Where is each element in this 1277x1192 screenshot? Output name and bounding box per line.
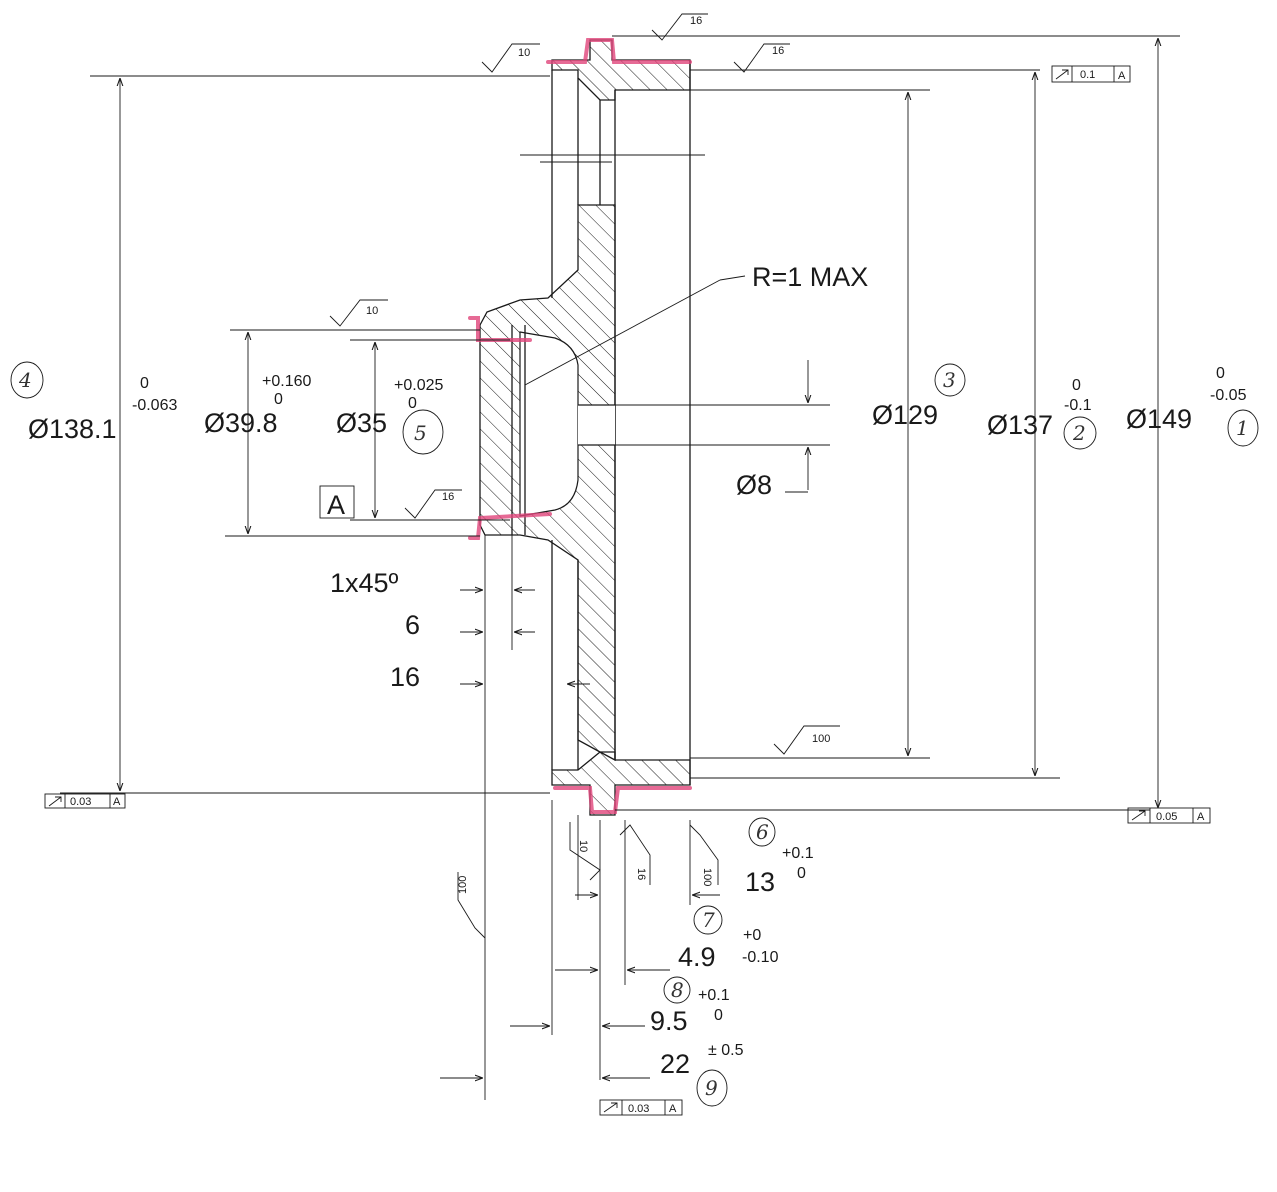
dim-lower-tol: 0: [797, 865, 806, 882]
surface-finish-value: 16: [442, 491, 454, 503]
feature-control-frames: 0.1 A 0.03 A 0.05 A 0.03 A: [44, 65, 1211, 1116]
dim-value: 4.9: [678, 942, 716, 972]
dim-value: Ø8: [736, 470, 772, 500]
feature-control-frame: 0.05 A: [1127, 807, 1211, 824]
dim-upper-tol: 0: [1072, 377, 1081, 394]
fcf-datum: A: [669, 1103, 677, 1115]
fcf-datum: A: [1197, 811, 1205, 823]
surface-finish-symbol: 10: [569, 822, 601, 881]
dim-lower-tol: 0: [714, 1007, 723, 1024]
fcf-value: 0.03: [628, 1103, 649, 1115]
radius-note: R=1 MAX: [752, 262, 868, 292]
surface-finish-value: 16: [635, 868, 647, 880]
fcf-datum: A: [113, 796, 121, 808]
feature-control-frame: 0.1 A: [1051, 65, 1131, 83]
callout-number: 4: [18, 368, 32, 392]
dim-lower-tol: 0: [274, 391, 283, 408]
length-13: 13 +0.1 0 6: [745, 817, 814, 897]
feature-control-frame: 0.03 A: [599, 1099, 683, 1116]
callout-number: 5: [414, 421, 427, 445]
diameter-129: Ø129 3: [872, 363, 966, 430]
surface-finish-symbol: 16: [733, 43, 790, 73]
dim-tolerance: ± 0.5: [708, 1042, 744, 1059]
diameter-39-8: Ø39.8 +0.160 0: [204, 373, 311, 438]
diameter-137: Ø137 0 -0.1 2: [987, 377, 1097, 450]
surface-finish-symbol: 16: [404, 489, 462, 519]
dim-lower-tol: -0.063: [132, 397, 177, 414]
datum-a-label: A: [319, 485, 355, 520]
surface-finish-symbol: 16: [651, 13, 708, 41]
part-profile: [479, 39, 705, 816]
surface-finish-value: 16: [690, 15, 702, 27]
surface-finish-symbol: 10: [329, 299, 388, 327]
dim-upper-tol: 0: [1216, 365, 1225, 382]
dim-upper-tol: +0: [743, 927, 761, 944]
surface-finish-symbol: 100: [773, 725, 840, 755]
dim-lower-tol: -0.05: [1210, 387, 1247, 404]
fcf-datum: A: [1118, 70, 1126, 82]
callout-number: 2: [1072, 421, 1086, 445]
callout-number: 9: [705, 1076, 718, 1100]
dim-value: 13: [745, 867, 775, 897]
dim-value: Ø39.8: [204, 408, 278, 438]
callout-number: 8: [671, 978, 684, 1002]
dim-value: Ø129: [872, 400, 938, 430]
dim-upper-tol: 0: [140, 375, 149, 392]
diameter-8: Ø8: [736, 470, 772, 500]
dim-lower-tol: -0.1: [1064, 397, 1092, 414]
length-9-5: 9.5 +0.1 0 8: [650, 976, 730, 1036]
dim-value: Ø149: [1126, 404, 1192, 434]
datum-letter: A: [327, 490, 345, 520]
surface-finish-symbol: 100: [457, 872, 486, 939]
surface-finish-value: 16: [772, 45, 784, 57]
diameter-138-1: Ø138.1 0 -0.063 4: [10, 361, 177, 444]
callout-number: 1: [1236, 416, 1249, 440]
surface-finish-value: 10: [518, 47, 530, 59]
dim-value: 9.5: [650, 1006, 688, 1036]
dim-value: 6: [405, 610, 420, 640]
surface-finish-value: 10: [577, 840, 589, 852]
bottom-rim-section: [551, 751, 691, 816]
dim-value: Ø35: [336, 408, 387, 438]
callout-number: 3: [943, 368, 956, 392]
chamfer-dim: 1x45º: [330, 568, 399, 598]
dimension-lines: [60, 35, 1180, 1100]
surface-finish-value: 100: [812, 733, 830, 745]
length-16: 16: [390, 662, 420, 692]
dim-value: Ø137: [987, 410, 1053, 440]
feature-control-frame: 0.03 A: [44, 793, 126, 809]
dim-lower-tol: 0: [408, 395, 417, 412]
dim-upper-tol: +0.160: [262, 373, 311, 390]
callout-number: 7: [702, 908, 715, 932]
length-6: 6: [405, 610, 420, 640]
surface-finish-value: 10: [366, 305, 378, 317]
fcf-value: 0.05: [1156, 811, 1177, 823]
top-rim-section: [551, 39, 691, 101]
surface-finish-symbols: 10 16 16 10 16 100 10 16: [329, 13, 840, 939]
dim-value: 1x45º: [330, 568, 399, 598]
fcf-value: 0.1: [1080, 69, 1095, 81]
dim-lower-tol: -0.10: [742, 949, 779, 966]
surface-finish-symbol: 100: [689, 824, 719, 886]
length-4-9: 4.9 +0 -0.10 7: [678, 905, 779, 972]
dim-value: 22: [660, 1049, 690, 1079]
length-22: 22 ± 0.5 9: [660, 1042, 744, 1107]
callout-number: 6: [756, 820, 769, 844]
diameter-35: Ø35 +0.025 0 5: [336, 377, 443, 455]
surface-finish-value: 100: [701, 868, 713, 886]
dim-value: Ø138.1: [28, 414, 117, 444]
fcf-value: 0.03: [70, 796, 91, 808]
diameter-149: Ø149 0 -0.05 1: [1126, 365, 1259, 447]
surface-finish-symbol: 10: [481, 43, 540, 73]
surface-finish-symbol: 16: [619, 824, 651, 885]
dim-value: 16: [390, 662, 420, 692]
surface-finish-value: 100: [457, 876, 469, 894]
dim-upper-tol: +0.1: [782, 845, 814, 862]
dim-upper-tol: +0.025: [394, 377, 443, 394]
dim-upper-tol: +0.1: [698, 987, 730, 1004]
